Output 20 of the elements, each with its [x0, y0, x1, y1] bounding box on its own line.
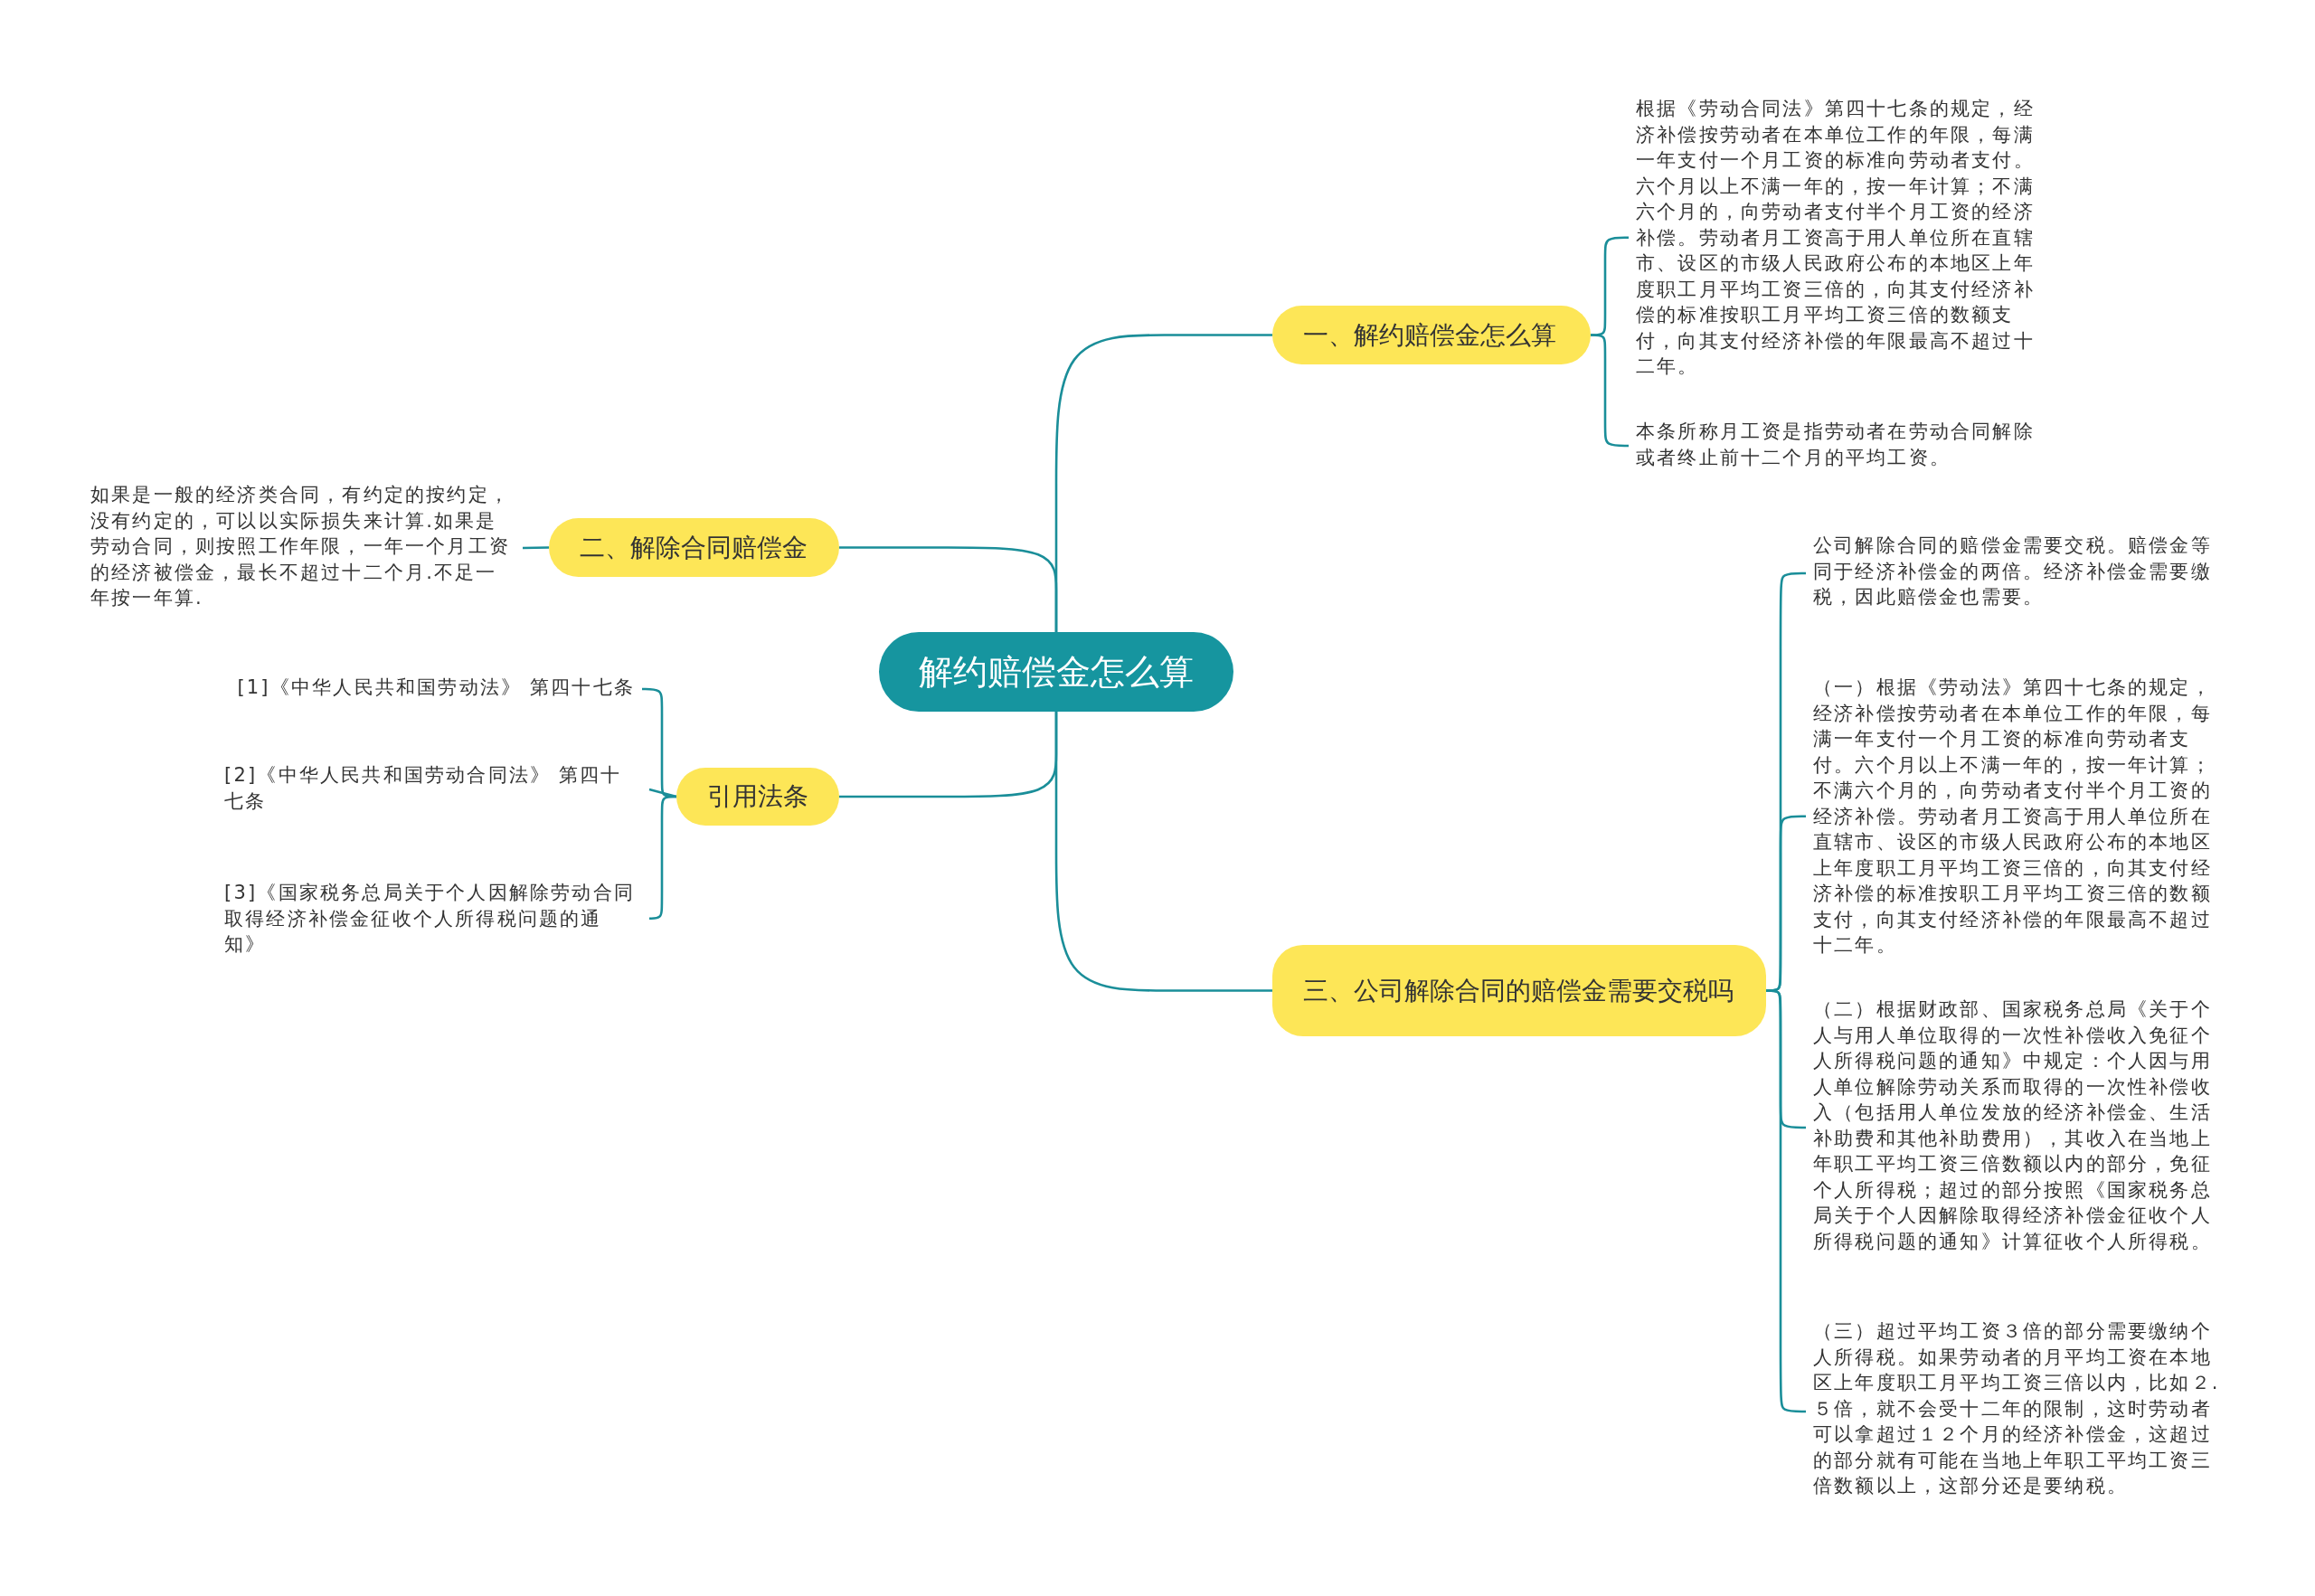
note-text: （三）超过平均工资３倍的部分需要缴纳个人所得税。如果劳动者的月平均工资在本地区上年度职工月平均工资三倍以内，比如２.５倍，就不会受十二年的限制，这时劳动者可以拿超过１２个月的经济补偿金，这超过的部分就有可能在当地上年职工平均工资三倍数额以上，这部分还是要纳税。	[1813, 1319, 2221, 1498]
note-text: 如果是一般的经济类合同，有约定的按约定，没有约定的，可以以实际损失来计算.如果是劳动合同，则按照工作年限，一年一个月工资的经济被偿金，最长不超过十二个月.不足一年按一年算.	[90, 483, 511, 610]
connector-line	[522, 546, 550, 550]
note-text: [3]《国家税务总局关于个人因解除劳动合同取得经济补偿金征收个人所得税问题的通知》	[224, 881, 636, 957]
topic-label: 解约赔偿金怎么算	[919, 650, 1194, 694]
note-text: 本条所称月工资是指劳动者在劳动合同解除或者终止前十二个月的平均工资。	[1636, 420, 2036, 470]
topic-label: 引用法条	[707, 780, 808, 813]
note-text: 根据《劳动合同法》第四十七条的规定，经济补偿按劳动者在本单位工作的年限，每满一年支付一个月工资的标准向劳动者支付。六个月以上不满一年的，按一年计算；不满六个月的，向劳动者支付半个月工资的经济补偿。劳动者月工资高于用人单位所在直辖市、设区的市级人民政府公布的本地区上年度职工月平均工资三倍的，向其支付经济补偿的标准按职工月平均工资三倍的数额支付，向其支付经济补偿的年限最高不超过十二年。	[1636, 97, 2036, 379]
topic-bubble	[1272, 945, 1766, 1036]
topic-label: 三、公司解除合同的赔偿金需要交税吗	[1303, 974, 1734, 1007]
note-text: 公司解除合同的赔偿金需要交税。赔偿金等同于经济补偿金的两倍。经济补偿金需要缴税，因此赔偿金也需要。	[1813, 534, 2213, 609]
note-text: （二）根据财政部、国家税务总局《关于个人与用人单位取得的一次性补偿收入免征个人所得税问题的通知》中规定：个人因与用人单位解除劳动关系而取得的一次性补偿收入（包括用人单位发放的经济补偿金、生活补助费和其他补助费用），其收入在当地上年职工平均工资三倍数额以内的部分，免征个人所得税；超过的部分按照《国家税务总局关于个人因解除取得经济补偿金征收个人所得税问题的通知》计算征收个人所得税。	[1813, 997, 2213, 1254]
note-text: [2]《中华人民共和国劳动合同法》 第四十七条	[224, 763, 623, 814]
note-text: [1]《中华人民共和国劳动法》 第四十七条	[236, 675, 635, 700]
connector-line	[648, 788, 677, 798]
topic-label: 一、解约赔偿金怎么算	[1303, 318, 1556, 352]
connector-line	[839, 546, 1058, 632]
note-text: （一）根据《劳动法》第四十七条的规定，经济补偿按劳动者在本单位工作的年限，每满一年支付一个月工资的标准向劳动者支付。六个月以上不满一年的，按一年计算；不满六个月的，向劳动者支付半个月工资的经济补偿。劳动者月工资高于用人单位所在直辖市、设区的市级人民政府公布的本地区上年度职工月平均工资三倍的，向其支付经济补偿的标准按职工月平均工资三倍的数额支付，向其支付经济补偿的年限最高不超过十二年。	[1813, 675, 2213, 958]
topic-label: 二、解除合同赔偿金	[580, 531, 808, 564]
connector-line	[1054, 712, 1272, 992]
